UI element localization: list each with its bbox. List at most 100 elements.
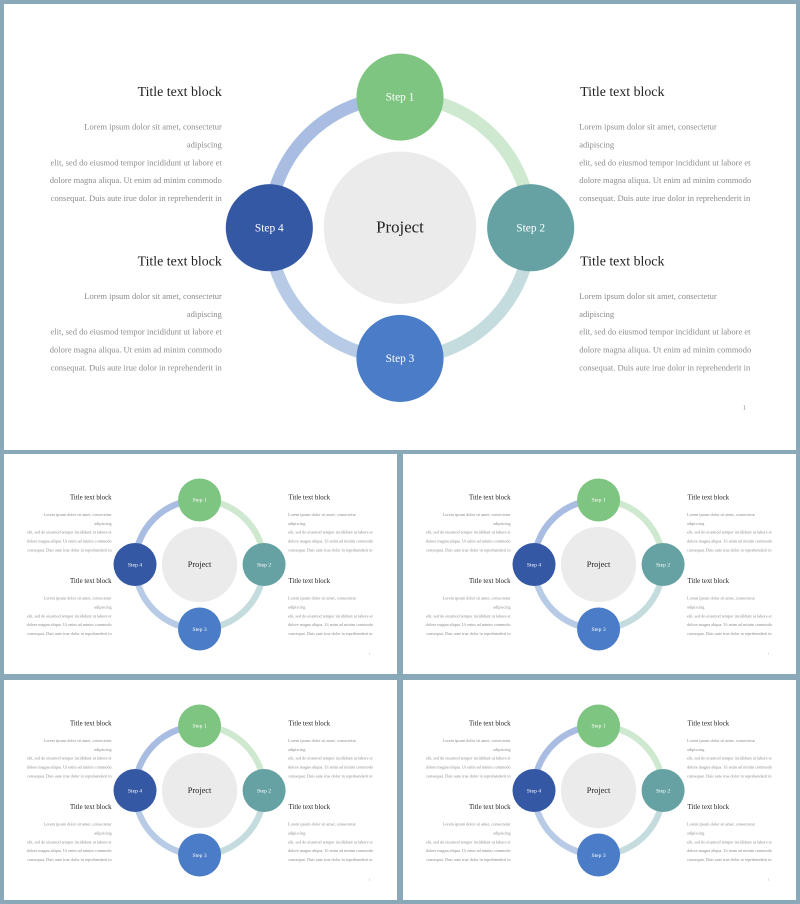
block-title-bottom-left: Title text block xyxy=(69,577,112,586)
step-4-label: Step 4 xyxy=(255,222,284,234)
center-label: Project xyxy=(188,560,212,569)
step-1-label: Step 1 xyxy=(386,92,415,104)
step-3-circle[interactable] xyxy=(178,833,222,877)
page-number: 1 xyxy=(742,403,747,412)
step-2-circle[interactable] xyxy=(242,768,286,812)
block-body-top-left: Lorem ipsum dolor sit amet, consectetur … xyxy=(425,512,511,553)
block-title-top-left: Title text block xyxy=(468,720,511,728)
step-4-label: Step 4 xyxy=(128,562,142,568)
cycle-diagram: Project Step 1 Step 2 Step 3 Step 4 xyxy=(512,478,685,651)
step-3-circle[interactable] xyxy=(178,607,222,651)
step-3-label: Step 3 xyxy=(591,627,605,633)
step-1-label: Step 1 xyxy=(591,498,605,504)
block-title-bottom-right: Title text block xyxy=(687,577,730,586)
block-body-bottom-right: Lorem ipsum dolor sit amet, consectetur … xyxy=(288,821,373,862)
step-4-circle[interactable] xyxy=(512,768,556,812)
block-body-bottom-left: Lorem ipsum dolor sit amet, consectetur … xyxy=(425,821,511,862)
step-3-circle[interactable] xyxy=(577,833,621,877)
block-title-bottom-left: Title text block xyxy=(137,254,222,270)
page-number: 1 xyxy=(368,877,371,882)
step-1-label: Step 1 xyxy=(591,724,605,730)
step-3-circle[interactable] xyxy=(577,607,621,651)
step-4-label: Step 4 xyxy=(128,788,142,794)
block-body-bottom-left: Lorem ipsum dolor sit amet, consectetur … xyxy=(26,595,112,636)
step-4-label: Step 4 xyxy=(527,788,541,794)
step-4-circle[interactable] xyxy=(225,184,313,272)
block-title-top-left: Title text block xyxy=(137,85,222,101)
block-title-top-right: Title text block xyxy=(580,85,665,101)
step-2-label: Step 2 xyxy=(656,788,670,794)
cycle-diagram: Project Step 1 Step 2 Step 3 Step 4 xyxy=(512,704,685,877)
step-2-circle[interactable] xyxy=(487,184,575,272)
thumbnail-slide-4[interactable]: Project Step 1 Step 2 Step 3 Step 4 Titl… xyxy=(403,680,796,900)
step-4-circle[interactable] xyxy=(512,542,556,586)
block-body-bottom-right: Lorem ipsum dolor sit amet, consectetur … xyxy=(687,595,772,636)
step-1-label: Step 1 xyxy=(192,724,206,730)
step-1-circle[interactable] xyxy=(178,704,222,748)
thumbnail-slide-1[interactable]: Project Step 1 Step 2 Step 3 Step 4 Titl… xyxy=(4,454,397,674)
step-1-circle[interactable] xyxy=(577,704,621,748)
center-label: Project xyxy=(188,786,212,795)
center-circle xyxy=(560,526,637,603)
step-1-circle[interactable] xyxy=(178,478,222,522)
step-2-label: Step 2 xyxy=(257,562,271,568)
center-circle xyxy=(161,752,238,829)
center-label: Project xyxy=(587,560,611,569)
block-body-top-left: Lorem ipsum dolor sit amet, consectetur … xyxy=(26,738,112,779)
slide-content: Project Step 1 Step 2 Step 3 Step 4 Titl… xyxy=(4,4,796,450)
block-body-top-right: Lorem ipsum dolor sit amet, consectetur … xyxy=(288,512,373,553)
block-title-bottom-right: Title text block xyxy=(687,803,730,812)
block-body-top-right: Lorem ipsum dolor sit amet, consectetur … xyxy=(579,121,752,203)
page-number: 1 xyxy=(368,651,371,656)
step-4-circle[interactable] xyxy=(113,768,157,812)
center-label: Project xyxy=(376,218,424,237)
center-circle xyxy=(560,752,637,829)
cycle-diagram: Project Step 1 Step 2 Step 3 Step 4 xyxy=(113,478,286,651)
thumbnail-slide-3[interactable]: Project Step 1 Step 2 Step 3 Step 4 Titl… xyxy=(4,680,397,900)
page-number: 1 xyxy=(767,877,770,882)
block-body-bottom-left: Lorem ipsum dolor sit amet, consectetur … xyxy=(49,291,222,373)
step-1-circle[interactable] xyxy=(577,478,621,522)
step-4-label: Step 4 xyxy=(527,562,541,568)
slide-content: Project Step 1 Step 2 Step 3 Step 4 Titl… xyxy=(403,680,794,900)
main-slide[interactable]: Project Step 1 Step 2 Step 3 Step 4 Titl… xyxy=(4,4,796,450)
step-4-circle[interactable] xyxy=(113,542,157,586)
step-3-label: Step 3 xyxy=(192,853,206,859)
page-number: 1 xyxy=(767,651,770,656)
thumbnail-slide-2[interactable]: Project Step 1 Step 2 Step 3 Step 4 Titl… xyxy=(403,454,796,674)
step-3-label: Step 3 xyxy=(386,353,415,365)
step-3-label: Step 3 xyxy=(192,627,206,633)
block-title-bottom-left: Title text block xyxy=(468,803,511,812)
step-2-circle[interactable] xyxy=(641,542,685,586)
block-title-top-left: Title text block xyxy=(69,720,112,728)
step-3-label: Step 3 xyxy=(591,853,605,859)
cycle-diagram: Project Step 1 Step 2 Step 3 Step 4 xyxy=(225,53,575,402)
step-1-circle[interactable] xyxy=(356,53,444,141)
block-title-top-right: Title text block xyxy=(288,720,331,728)
block-title-top-right: Title text block xyxy=(288,494,331,502)
cycle-diagram: Project Step 1 Step 2 Step 3 Step 4 xyxy=(113,704,286,877)
slide-content: Project Step 1 Step 2 Step 3 Step 4 Titl… xyxy=(4,680,395,900)
block-title-bottom-right: Title text block xyxy=(288,803,331,812)
center-circle xyxy=(323,151,477,304)
block-title-top-right: Title text block xyxy=(687,720,730,728)
block-body-top-left: Lorem ipsum dolor sit amet, consectetur … xyxy=(49,121,222,203)
block-title-top-left: Title text block xyxy=(69,494,112,502)
step-3-circle[interactable] xyxy=(356,314,444,402)
block-title-bottom-left: Title text block xyxy=(69,803,112,812)
block-body-bottom-right: Lorem ipsum dolor sit amet, consectetur … xyxy=(687,821,772,862)
center-label: Project xyxy=(587,786,611,795)
step-1-label: Step 1 xyxy=(192,498,206,504)
block-body-top-left: Lorem ipsum dolor sit amet, consectetur … xyxy=(425,738,511,779)
block-body-bottom-right: Lorem ipsum dolor sit amet, consectetur … xyxy=(579,291,752,373)
step-2-circle[interactable] xyxy=(242,542,286,586)
block-body-bottom-left: Lorem ipsum dolor sit amet, consectetur … xyxy=(425,595,511,636)
step-2-circle[interactable] xyxy=(641,768,685,812)
step-2-label: Step 2 xyxy=(656,562,670,568)
block-body-bottom-left: Lorem ipsum dolor sit amet, consectetur … xyxy=(26,821,112,862)
block-body-top-right: Lorem ipsum dolor sit amet, consectetur … xyxy=(687,512,772,553)
block-body-top-right: Lorem ipsum dolor sit amet, consectetur … xyxy=(687,738,772,779)
block-title-bottom-right: Title text block xyxy=(580,254,665,270)
block-title-bottom-left: Title text block xyxy=(468,577,511,586)
block-body-top-left: Lorem ipsum dolor sit amet, consectetur … xyxy=(26,512,112,553)
